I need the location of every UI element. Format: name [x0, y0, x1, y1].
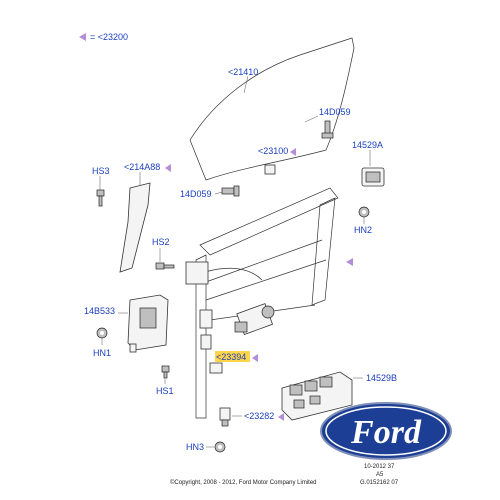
- bolt-left-leader: [214, 191, 223, 195]
- callout-HN3: HN3: [186, 442, 204, 452]
- callout-HS1: HS1: [156, 386, 174, 396]
- callout-23394-triangle-icon: [252, 354, 258, 362]
- callout-214A88: <214A88: [124, 162, 160, 172]
- door-glass: [189, 37, 355, 181]
- module-14B533: [127, 294, 169, 353]
- callout-14D059-left: 14D059: [180, 189, 212, 199]
- glass-run-guide: [119, 182, 151, 273]
- pin-23282: [219, 407, 231, 427]
- screw-HS2: [155, 262, 175, 270]
- glass-clip: [264, 164, 276, 175]
- callout-23282-triangle-icon: [278, 413, 284, 421]
- ford-logo: Ford: [320, 402, 452, 460]
- nut-HN3: [214, 441, 226, 453]
- callout-23100: <23100: [258, 146, 288, 156]
- footer-version: A5: [376, 472, 384, 478]
- callout-23100-triangle-icon: [290, 148, 296, 156]
- window-motor: [234, 303, 275, 336]
- callout-HS3: HS3: [92, 166, 110, 176]
- bolt-14D059-left: [221, 185, 240, 197]
- switch-14529B: [281, 371, 353, 421]
- nut-HN1: [96, 327, 108, 339]
- footer-copyright: ©Copyright, 2008 - 2012, Ford Motor Comp…: [170, 479, 317, 486]
- legend-triangle-icon: [79, 33, 86, 41]
- switch-14529A: [361, 167, 385, 187]
- callout-HN2: HN2: [354, 225, 372, 235]
- footer-date-code: 10-2012 37: [364, 464, 395, 470]
- screw-HS1: [161, 365, 170, 379]
- callout-23394-highlight: [215, 351, 250, 362]
- callout-23282: <23282: [244, 411, 274, 421]
- callout-HN1: HN1: [93, 348, 111, 358]
- glass-leader: [243, 75, 249, 94]
- footer-figure-id: G.0152162 07: [360, 480, 399, 486]
- bolt-top-leader: [304, 115, 319, 123]
- callout-14D059-top: 14D059: [319, 107, 351, 117]
- svg-text:Ford: Ford: [350, 414, 422, 451]
- nut-HN2: [358, 206, 370, 218]
- callout-14B533: 14B533: [84, 306, 115, 316]
- callout-14529A: 14529A: [352, 140, 383, 150]
- callout-HS2: HS2: [152, 237, 170, 247]
- callout-23394: <23394: [216, 352, 246, 362]
- screw-HS3: [96, 189, 105, 207]
- callout-21410: <21410: [228, 67, 258, 77]
- callout-14529B: 14529B: [366, 373, 397, 383]
- callout-214A88-triangle-icon: [165, 164, 171, 172]
- legend-note: = <23200: [90, 32, 128, 42]
- bolt-14D059-top: [321, 120, 334, 139]
- regulator-triangle-icon: [346, 258, 353, 266]
- window-regulator: [185, 187, 339, 419]
